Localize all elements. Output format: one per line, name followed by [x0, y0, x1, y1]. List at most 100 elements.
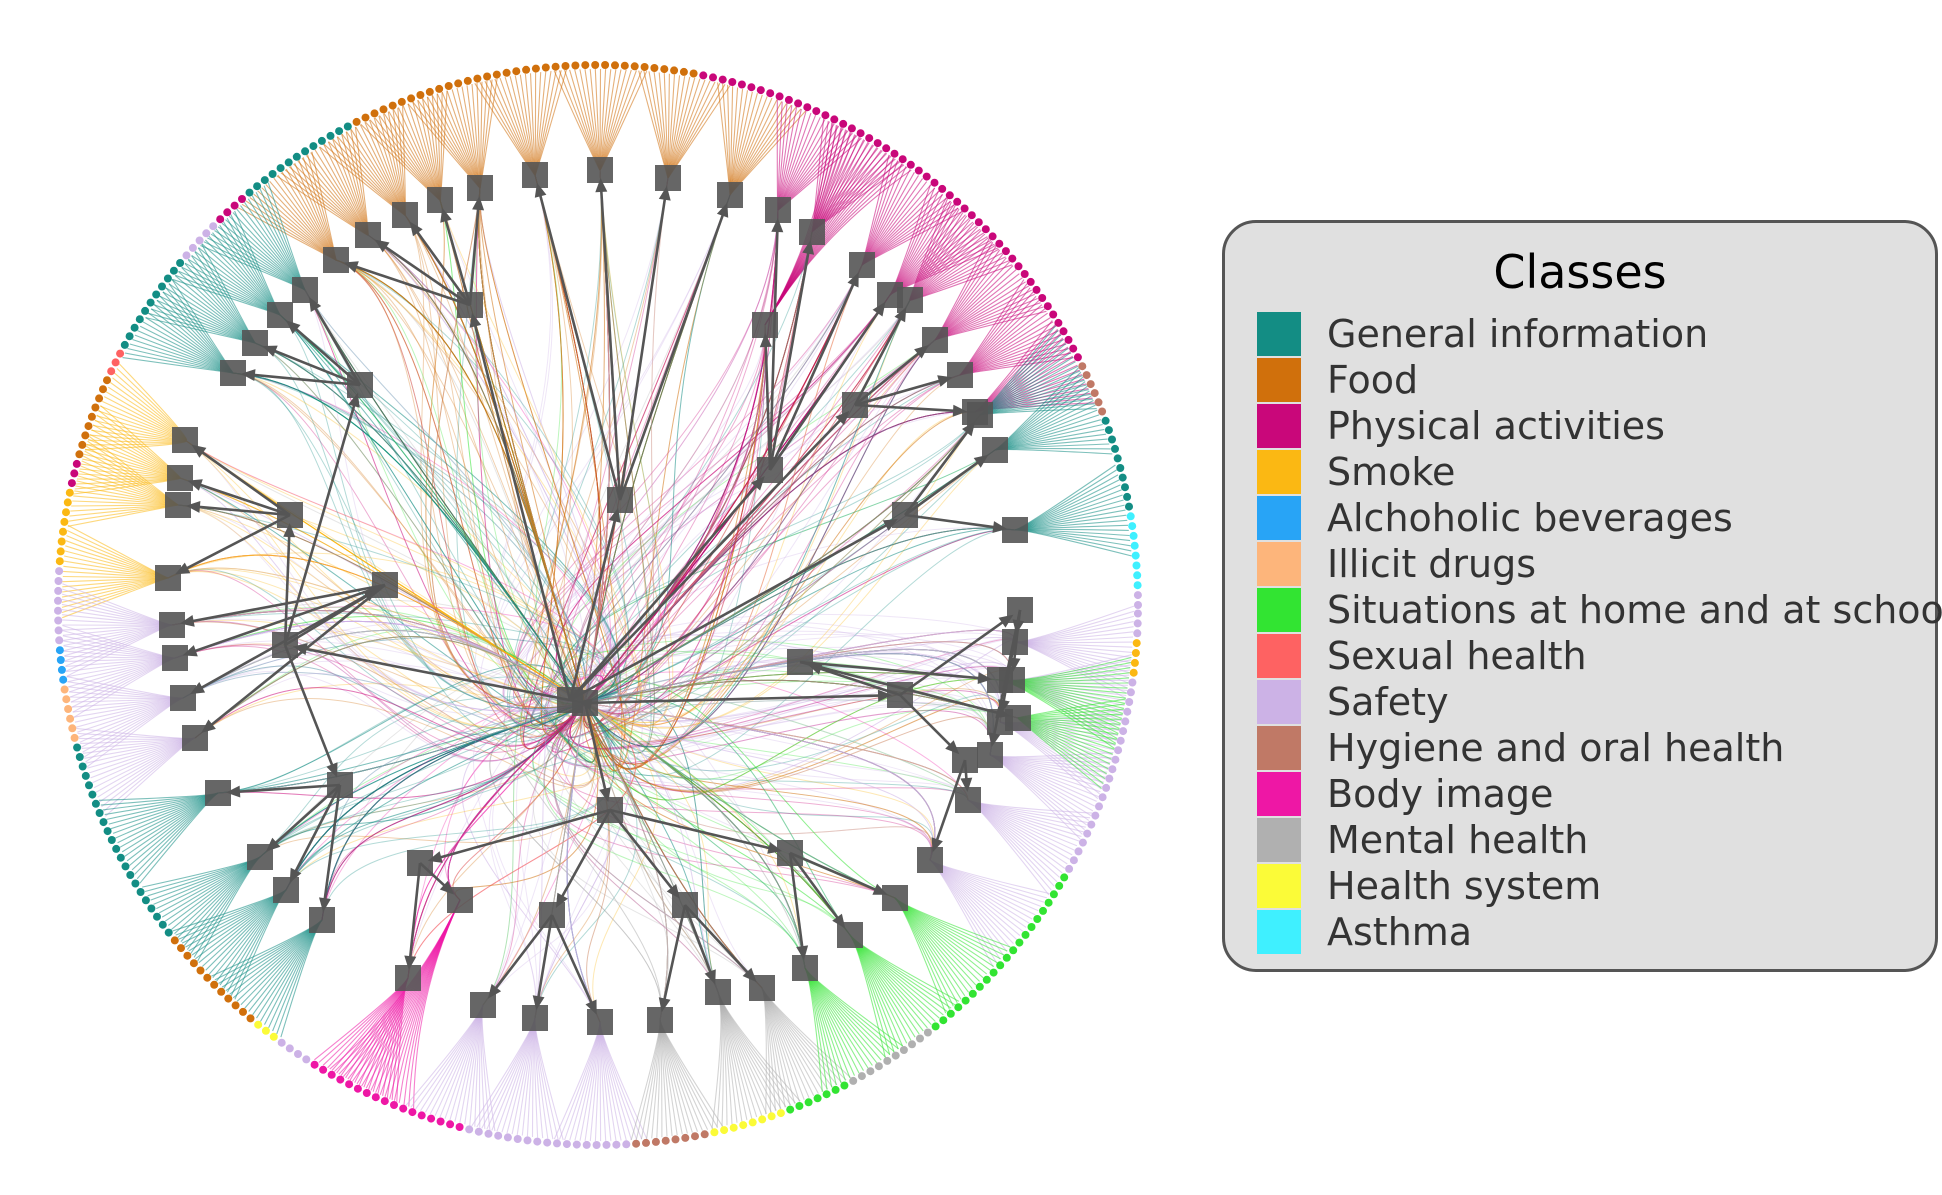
bundled-edge — [512, 299, 1016, 710]
leaf-node — [1032, 285, 1041, 294]
leaf-node — [465, 1125, 474, 1134]
bundled-edge — [530, 231, 1016, 726]
branch-node — [347, 372, 373, 398]
subgroup-node — [1002, 629, 1028, 655]
tree-edge — [472, 320, 572, 701]
leaf-node — [238, 195, 246, 203]
tree-edge — [283, 644, 336, 771]
leaf-node — [455, 1123, 464, 1131]
leaf-node — [91, 799, 100, 808]
legend-swatch — [1257, 772, 1301, 816]
leaf-node — [65, 488, 74, 497]
tree-edge — [435, 808, 611, 860]
leaf-node — [141, 306, 150, 315]
leaf-node — [158, 282, 166, 291]
bundled-edge — [174, 187, 620, 711]
tree-edge — [189, 583, 386, 654]
bundled-edge — [232, 314, 616, 747]
tree-edge — [854, 378, 945, 407]
bundled-edge — [566, 634, 1001, 1023]
bundled-edge — [556, 294, 891, 969]
leaf-node — [130, 323, 139, 332]
legend-swatch — [1257, 726, 1301, 770]
bundled-edge — [478, 187, 993, 793]
bundled-edge — [194, 214, 597, 789]
leaf-node — [73, 743, 82, 752]
leaf-node — [930, 178, 939, 187]
bundled-edge — [404, 214, 766, 770]
bundled-edge — [335, 259, 961, 738]
subgroup-node — [792, 955, 818, 981]
leaf-node — [622, 1140, 631, 1149]
branch-node — [787, 649, 813, 675]
bundled-edge — [556, 339, 1016, 765]
leaf-node — [153, 912, 161, 921]
subgroup-node — [182, 725, 208, 751]
fan-edge — [994, 448, 1113, 455]
subgroup-node — [273, 877, 299, 903]
leaf-node — [345, 1080, 354, 1089]
bundled-edge — [474, 174, 1016, 712]
leaf-node — [56, 547, 65, 556]
bundled-edge — [520, 169, 976, 749]
leaf-node — [592, 1141, 601, 1149]
tree-edge — [788, 852, 805, 953]
leaf-node — [611, 61, 619, 70]
leaf-node — [146, 298, 155, 307]
legend-label: Situations at home and at school — [1327, 588, 1942, 632]
leaf-node — [1073, 353, 1082, 362]
bundled-edge — [538, 299, 981, 723]
tree-edge — [187, 583, 386, 624]
bundled-edge — [167, 187, 594, 777]
leaf-node — [141, 896, 150, 905]
bundled-edge — [404, 194, 731, 772]
bundled-edge — [174, 477, 607, 716]
leaf-node — [492, 70, 501, 79]
bundled-edge — [508, 648, 1019, 723]
leaf-node — [1094, 398, 1103, 407]
bundled-edge — [532, 414, 981, 969]
leaf-node — [857, 1072, 866, 1081]
bundled-edge — [232, 372, 601, 1023]
bundled-edge — [254, 187, 626, 741]
leaf-node — [1133, 619, 1142, 628]
leaf-node — [310, 1060, 319, 1069]
bundled-edge — [177, 504, 637, 979]
branch-node — [1007, 597, 1033, 623]
legend-swatch — [1257, 634, 1301, 678]
bundled-edge — [285, 194, 731, 891]
tree-edge — [468, 203, 480, 306]
bundled-edge — [335, 259, 766, 770]
legend-label: Body image — [1327, 772, 1554, 816]
bundled-edge — [179, 169, 674, 727]
bundled-edge — [564, 231, 936, 731]
leaf-node — [126, 871, 135, 879]
subgroup-node — [982, 437, 1008, 463]
tree-arrowhead — [186, 501, 201, 513]
leaf-node — [1131, 551, 1140, 560]
bundled-edge — [404, 174, 623, 772]
fan-edge — [558, 70, 601, 171]
tree-edge — [799, 660, 985, 680]
leaf-node — [463, 76, 472, 85]
group-node — [887, 682, 913, 708]
leaf-node — [1125, 502, 1133, 511]
legend-label: Asthma — [1327, 910, 1473, 954]
leaf-node — [317, 136, 326, 145]
tree-arrowhead — [992, 521, 1008, 533]
bundled-edge — [217, 691, 618, 891]
bundled-edge — [404, 214, 1002, 793]
subgroup-node — [309, 907, 335, 933]
leaf-node — [891, 1051, 900, 1060]
bundled-edge — [179, 314, 612, 757]
subgroup-node — [882, 885, 908, 911]
tree-edge — [853, 313, 904, 406]
tree-edge — [854, 403, 960, 413]
bundled-edge — [478, 187, 1001, 801]
tree-edge — [408, 862, 422, 963]
legend-item-situations-home-school: Situations at home and at school — [1257, 587, 1942, 633]
bundled-edge — [439, 174, 623, 772]
bundled-edge — [532, 527, 1016, 936]
leaf-node — [1039, 906, 1047, 915]
legend-label: Health system — [1327, 864, 1602, 908]
